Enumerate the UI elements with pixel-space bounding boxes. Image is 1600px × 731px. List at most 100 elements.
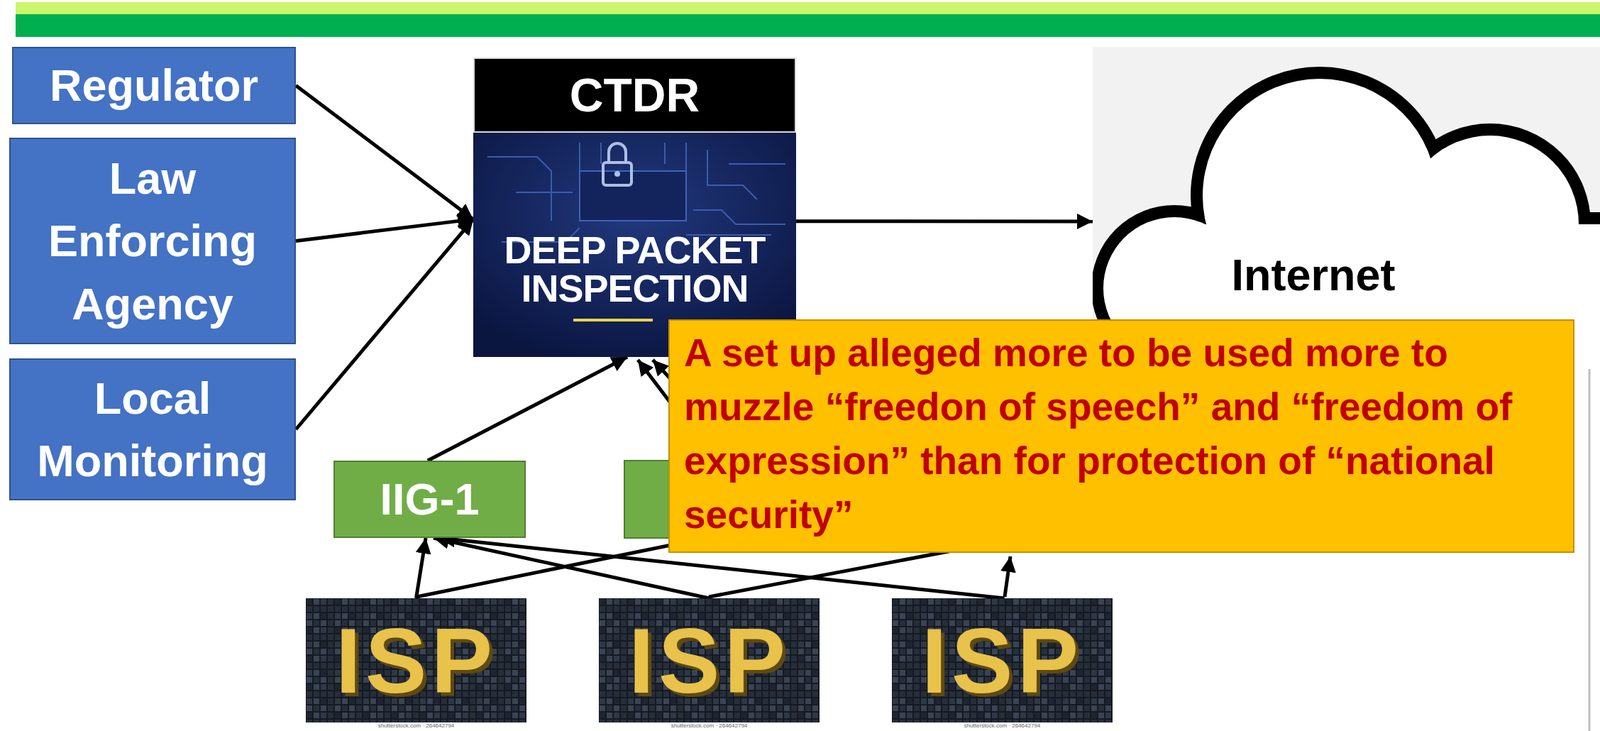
- pixel-block: [906, 662, 913, 669]
- pixel-block: [1069, 598, 1076, 605]
- pixel-block: [798, 705, 804, 711]
- pixel-block: [1048, 712, 1055, 719]
- pixel-block: [427, 598, 433, 605]
- lock-keyhole: [614, 170, 621, 177]
- pixel-block: [899, 634, 906, 640]
- pixel-block: [505, 641, 511, 648]
- pixel-block: [434, 598, 440, 605]
- pixel-block: [1020, 598, 1026, 605]
- gateway-label: IIG-1: [379, 472, 479, 527]
- pixel-block: [313, 605, 320, 612]
- pixel-block: [649, 605, 655, 612]
- circuit-trace: [600, 142, 602, 164]
- pixel-block: [791, 662, 797, 669]
- pixel-block: [498, 641, 504, 648]
- pixel-block: [913, 683, 920, 690]
- pixel-block: [498, 662, 504, 669]
- pixel-block: [498, 705, 504, 711]
- pixel-block: [913, 698, 920, 704]
- pixel-block: [498, 669, 504, 676]
- pixel-block: [505, 662, 511, 669]
- pixel-block: [791, 620, 797, 626]
- connector-arrow: [295, 219, 474, 242]
- pixel-block: [512, 712, 518, 719]
- pixel-block: [599, 598, 606, 605]
- pixel-block: [791, 641, 797, 648]
- pixel-block: [1091, 605, 1097, 612]
- isp-image: ISP: [305, 598, 527, 723]
- pixel-block: [913, 705, 920, 711]
- pixel-block: [327, 669, 334, 676]
- pixel-block: [519, 648, 526, 655]
- pixel-block: [1091, 641, 1097, 648]
- pixel-block: [498, 712, 504, 719]
- pixel-block: [734, 712, 741, 719]
- pixel-block: [805, 683, 811, 690]
- header-band-light: [15, 2, 1600, 15]
- pixel-block: [599, 662, 606, 669]
- circuit-trace: [664, 142, 666, 164]
- pixel-block: [892, 613, 899, 619]
- pixel-block: [620, 676, 627, 683]
- circuit-trace: [728, 163, 786, 165]
- pixel-block: [791, 698, 797, 704]
- pixel-block: [734, 598, 741, 605]
- pixel-block: [791, 683, 797, 690]
- pixel-block: [306, 676, 313, 683]
- pixel-block: [713, 605, 719, 612]
- pixel-block: [334, 712, 341, 719]
- pixel-block: [805, 705, 811, 711]
- pixel-block: [384, 605, 391, 612]
- pixel-block: [441, 712, 448, 719]
- pixel-block: [519, 613, 526, 619]
- pixel-block: [1077, 598, 1083, 605]
- pixel-block: [505, 698, 511, 704]
- pixel-block: [320, 641, 327, 648]
- pixel-block: [1098, 634, 1105, 640]
- pixel-block: [899, 627, 906, 633]
- pixel-block: [892, 598, 899, 605]
- pixel-block: [784, 712, 790, 719]
- pixel-block: [327, 705, 334, 711]
- pixel-block: [320, 620, 327, 626]
- pixel-block: [791, 598, 797, 605]
- pixel-block: [798, 648, 804, 655]
- pixel-block: [1027, 712, 1034, 719]
- dpi-text: DEEP PACKET INSPECTION: [473, 230, 797, 308]
- pixel-block: [1091, 627, 1097, 633]
- pixel-block: [812, 620, 819, 626]
- pixel-block: [791, 676, 797, 683]
- pixel-block: [899, 613, 906, 619]
- pixel-block: [984, 712, 991, 719]
- pixel-block: [935, 712, 941, 719]
- pixel-block: [1091, 676, 1097, 683]
- pixel-block: [606, 613, 613, 619]
- pixel-block: [798, 627, 804, 633]
- pixel-block: [1020, 605, 1026, 612]
- pixel-block: [741, 605, 748, 612]
- pixel-block: [505, 691, 511, 697]
- pixel-block: [519, 712, 526, 719]
- pixel-block: [913, 712, 920, 719]
- pixel-block: [327, 698, 334, 704]
- pixel-block: [791, 648, 797, 655]
- pixel-block: [1098, 669, 1105, 676]
- pixel-block: [483, 598, 490, 605]
- pixel-block: [906, 669, 913, 676]
- slide-shadow-line: [1588, 368, 1591, 731]
- pixel-block: [892, 662, 899, 669]
- pixel-block: [684, 598, 691, 605]
- pixel-block: [1084, 669, 1090, 676]
- pixel-block: [1098, 605, 1105, 612]
- pixel-block: [798, 676, 804, 683]
- pixel-block: [613, 627, 620, 633]
- pixel-block: [519, 634, 526, 640]
- pixel-block: [913, 691, 920, 697]
- pixel-block: [599, 705, 606, 711]
- pixel-block: [620, 655, 627, 662]
- pixel-block: [512, 627, 518, 633]
- pixel-block: [341, 598, 348, 605]
- pixel-block: [1091, 634, 1097, 640]
- pixel-block: [748, 712, 755, 719]
